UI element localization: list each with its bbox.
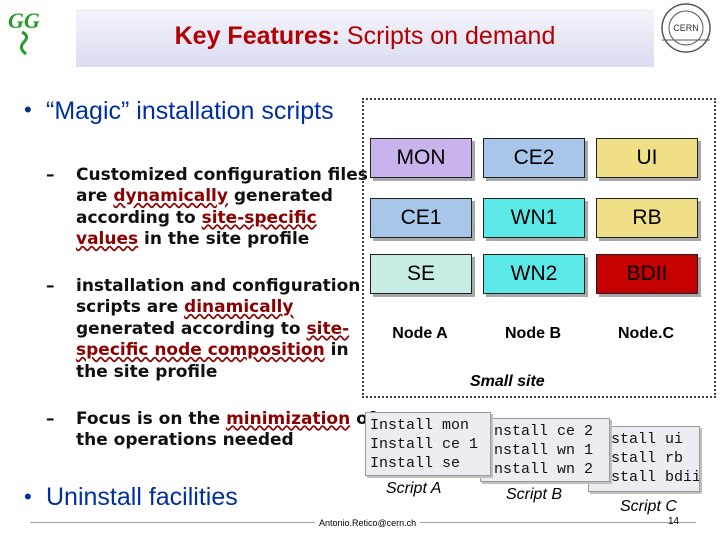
- small-site-caption: Small site: [470, 373, 545, 390]
- node-label-a: Node A: [392, 325, 448, 342]
- gg-logo-swirl: [19, 30, 29, 56]
- subbullet-dash: –: [46, 165, 55, 185]
- gg-logo: GG: [6, 6, 50, 56]
- node-se: SE: [370, 254, 472, 294]
- node-ce2: CE2: [483, 138, 585, 178]
- bullet-magic-scripts: “Magic” installation scripts: [46, 97, 334, 125]
- node-bdii: BDII: [596, 254, 698, 294]
- bullet-dot: •: [24, 97, 32, 122]
- node-ui: UI: [596, 138, 698, 178]
- script-a-label: Script A: [386, 480, 442, 497]
- gg-logo-text: GG: [8, 8, 40, 33]
- cern-ring-inner: [668, 10, 704, 46]
- script-b-box: Install ce 2 Install wn 1 Install wn 2: [480, 418, 610, 482]
- cern-logo-text: CERN: [673, 23, 699, 33]
- small-site-panel: [362, 98, 716, 398]
- node-wn1: WN1: [483, 198, 585, 238]
- script-c-label: Script C: [620, 498, 677, 515]
- title-banner: [76, 10, 654, 67]
- script-a-box: Install mon Install ce 1 Install se: [365, 412, 491, 476]
- cern-logo: CERN: [654, 0, 718, 66]
- node-rb: RB: [596, 198, 698, 238]
- node-mon: MON: [370, 138, 472, 178]
- bullet-uninstall: Uninstall facilities: [46, 483, 238, 511]
- cern-ring-outer: [661, 3, 711, 53]
- subbullet-dash: –: [46, 276, 55, 296]
- page-number: 14: [668, 516, 680, 527]
- bullet-dot: •: [24, 484, 32, 509]
- node-wn2: WN2: [483, 254, 585, 294]
- node-label-c: Node.C: [618, 325, 674, 342]
- node-label-b: Node B: [505, 325, 561, 342]
- node-ce1: CE1: [370, 198, 472, 238]
- page-title: Key Features: Scripts on demand: [174, 22, 556, 50]
- subbullet-dash: –: [46, 409, 55, 429]
- footer-email: Antonio.Retico@cern.ch: [315, 518, 421, 528]
- script-b-label: Script B: [506, 486, 563, 503]
